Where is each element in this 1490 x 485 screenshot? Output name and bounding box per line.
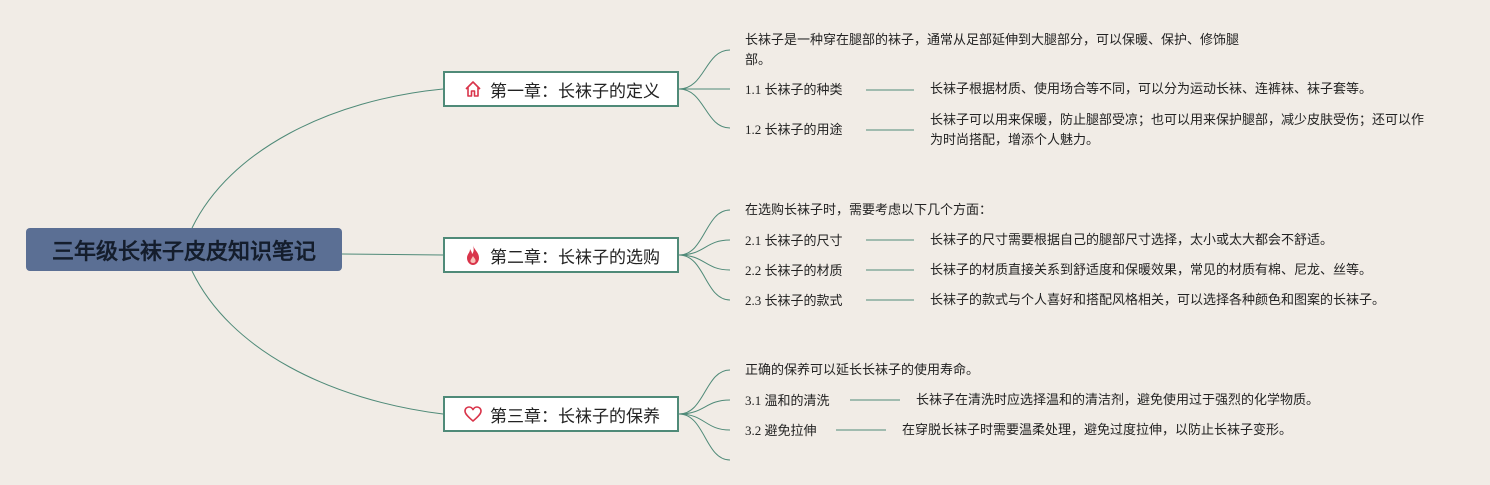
- chapter-2-item-2-text: 长袜子的材质直接关系到舒适度和保暖效果，常见的材质有棉、尼龙、丝等。: [930, 263, 1373, 278]
- connector-ch3-intro: [678, 369, 731, 415]
- heart-icon: [462, 403, 484, 425]
- connector-ch3-item1: [678, 399, 731, 415]
- chapter-2-intro: 在选购长袜子时，需要考虑以下几个方面：: [745, 203, 993, 218]
- chapter-2-item-1-text: 长袜子的尺寸需要根据自己的腿部尺寸选择，太小或太大都会不舒适。: [930, 233, 1334, 248]
- chapter-1-node[interactable]: 第一章：长袜子的定义: [443, 71, 679, 107]
- connector-ch1-intro: [678, 49, 731, 90]
- connector-ch2-item2: [678, 254, 731, 271]
- chapter-3-item-2-text: 在穿脱长袜子时需要温柔处理，避免过度拉伸，以防止长袜子变形。: [902, 423, 1293, 438]
- chapter-2-title: 第二章：长袜子的选购: [490, 247, 660, 268]
- chapter-1-item-1-label: 1.1 长袜子的种类: [745, 82, 843, 97]
- chapter-3-intro: 正确的保养可以延长长袜子的使用寿命。: [745, 363, 980, 378]
- connector-ch2-item3: [678, 254, 731, 301]
- chapter-3-item-1-text: 长袜子在清洗时应选择温和的清洁剂，避免使用过于强烈的化学物质。: [916, 393, 1320, 408]
- root-title: 三年级长袜子皮皮知识笔记: [51, 239, 316, 265]
- chapter-1-item-2-label: 1.2 长袜子的用途: [745, 122, 843, 137]
- chapter-1-title: 第一章：长袜子的定义: [490, 81, 660, 102]
- chapter-2-item-1-label: 2.1 长袜子的尺寸: [745, 233, 843, 248]
- chapter-2-node[interactable]: 第二章：长袜子的选购: [443, 237, 679, 273]
- chapter-2-item-2-label: 2.2 长袜子的材质: [745, 263, 843, 278]
- chapter-3-title: 第三章：长袜子的保养: [490, 406, 660, 427]
- connector-ch3-item2: [678, 413, 731, 431]
- chapter-3-item-2-label: 3.2 避免拉伸: [745, 423, 817, 438]
- connector-root-ch2: [341, 253, 444, 256]
- chapter-1-item-1-text: 长袜子根据材质、使用场合等不同，可以分为运动长袜、连裤袜、袜子套等。: [930, 82, 1373, 97]
- root-node[interactable]: 三年级长袜子皮皮知识笔记: [26, 228, 342, 271]
- connector-ch2-intro: [678, 209, 731, 256]
- home-icon: [462, 78, 484, 100]
- chapter-2-item-3-label: 2.3 长袜子的款式: [745, 293, 843, 308]
- connector-ch3-extra: [678, 413, 731, 461]
- chapter-3-item-1-label: 3.1 温和的清洗: [745, 393, 830, 408]
- connector-ch2-item1: [678, 239, 731, 256]
- chapter-1-item-2-text: 长袜子可以用来保暖，防止腿部受凉；也可以用来保护腿部，减少皮肤受伤；还可以作为时…: [930, 113, 1425, 148]
- connector-root-ch3: [191, 270, 444, 415]
- chapter-2-item-3-text: 长袜子的款式与个人喜好和搭配风格相关，可以选择各种颜色和图案的长袜子。: [930, 293, 1386, 308]
- chapter-3-node[interactable]: 第三章：长袜子的保养: [443, 396, 679, 432]
- chapter-1-intro: 长袜子是一种穿在腿部的袜子，通常从足部延伸到大腿部分，可以保暖、保护、修饰腿部。: [745, 33, 1240, 68]
- connector-ch1-item2: [678, 88, 731, 129]
- fire-icon: [462, 244, 484, 266]
- connector-root-ch1: [191, 88, 444, 229]
